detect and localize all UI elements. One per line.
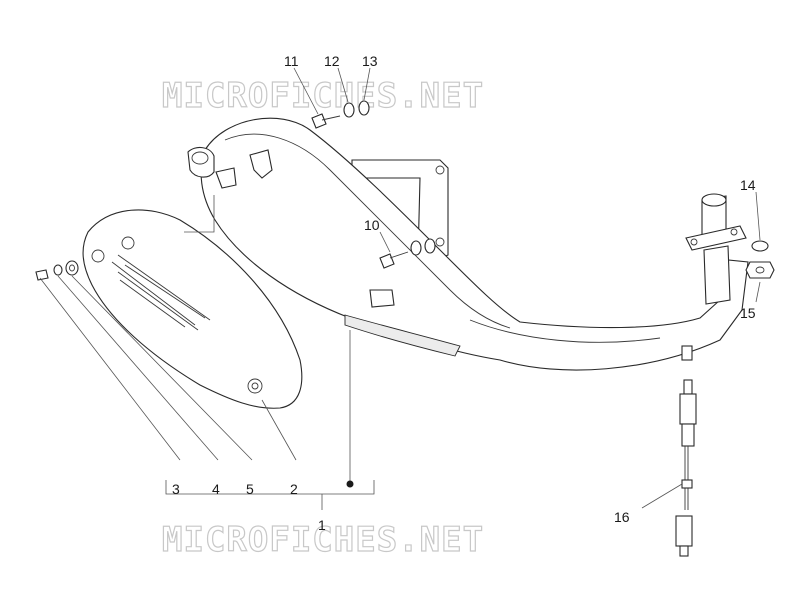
exhaust-flange [685,193,747,305]
callout-10: 10 [364,217,380,233]
heat-shield [82,209,303,409]
oxygen-sensor [675,379,697,557]
watermark-top: MICROFICHES.NET [162,76,484,116]
hardware-parts [35,100,775,281]
callout-4: 4 [212,481,220,497]
callout-16: 16 [614,509,630,525]
callout-labels: 11 12 13 10 14 15 16 3 4 5 2 1 [172,53,756,533]
callout-1: 1 [318,517,326,533]
callout-13: 13 [362,53,378,69]
callout-2: 2 [290,481,298,497]
callout-14: 14 [740,177,756,193]
leader-dot [346,480,354,488]
leader-lines [39,67,761,510]
callout-11: 11 [284,53,299,69]
muffler-body [187,117,749,371]
callout-5: 5 [246,481,254,497]
callout-3: 3 [172,481,180,497]
watermark-bottom: MICROFICHES.NET [162,520,484,560]
callout-15: 15 [740,305,756,321]
callout-12: 12 [324,53,340,69]
